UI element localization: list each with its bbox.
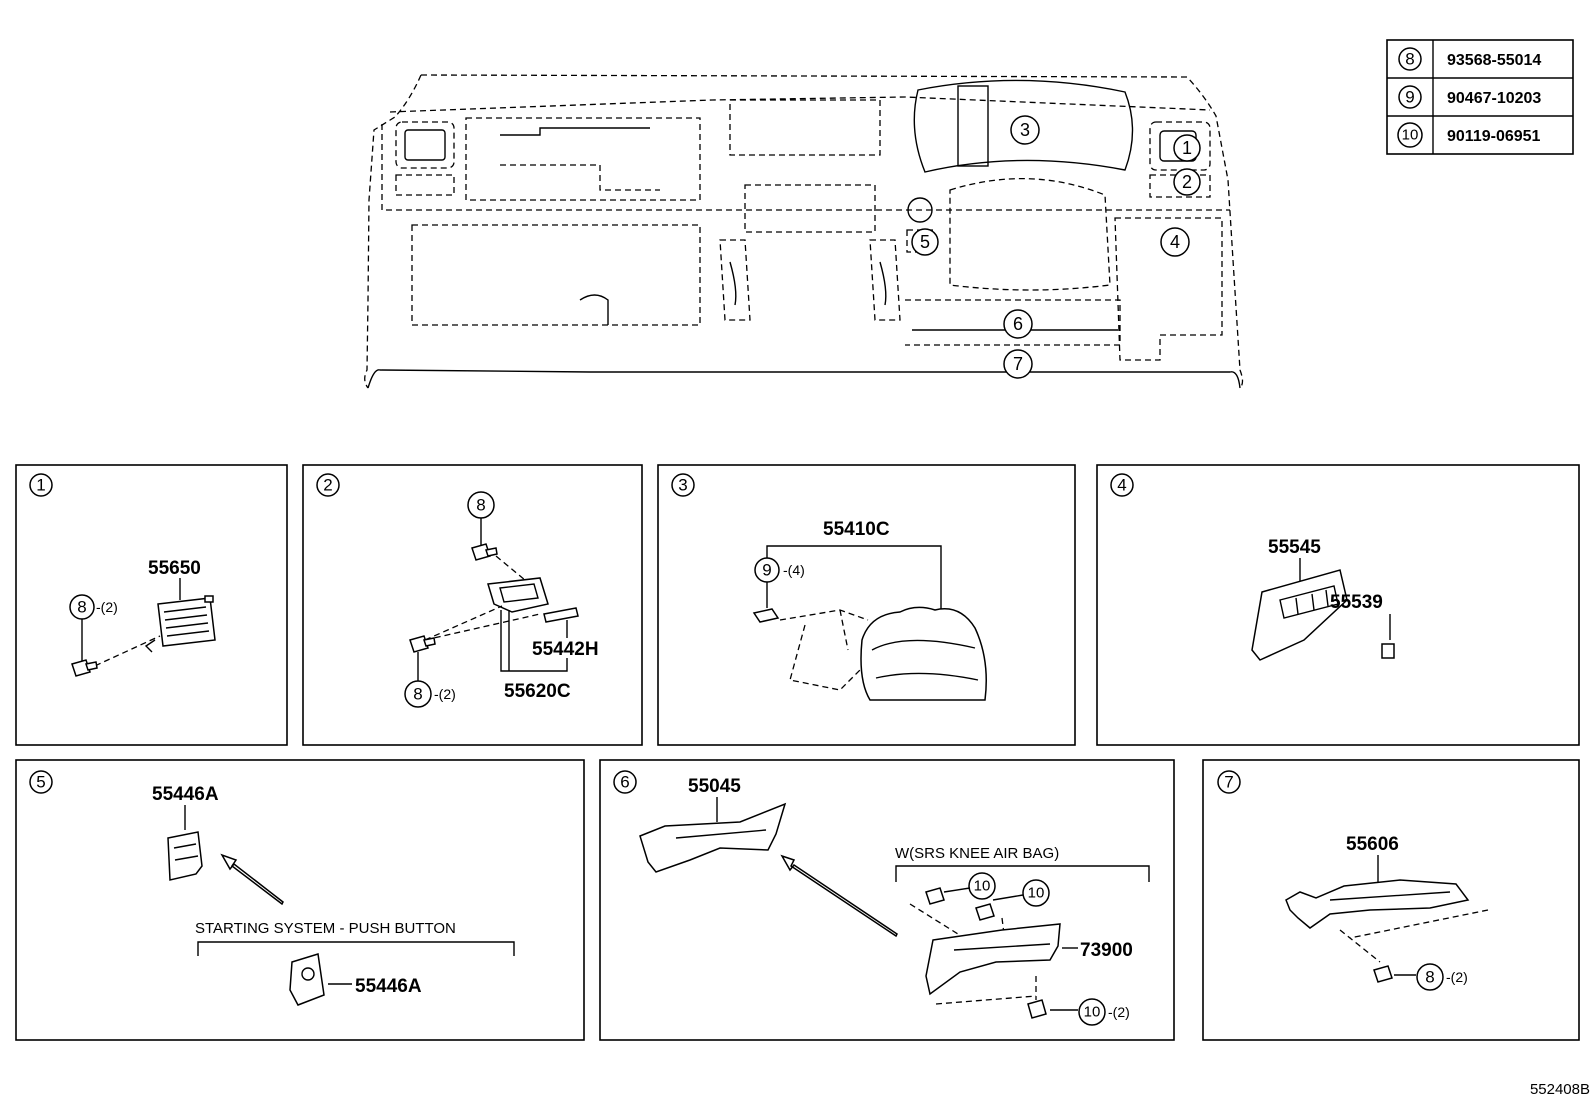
panel-6-fastener-c: 10	[1084, 1004, 1101, 1021]
part-55410C: 55410C	[823, 519, 890, 540]
panel-5: 5 55446A STARTING SYSTEM - PUSH BUTTON 5…	[15, 759, 585, 1041]
part-55620C: 55620C	[504, 681, 571, 702]
overview-label-6: 6	[1013, 314, 1023, 334]
panel-4-number: 4	[1117, 476, 1126, 495]
overview-label-4: 4	[1170, 232, 1180, 252]
part-73900: 73900	[1080, 940, 1133, 961]
overview-label-3: 3	[1020, 120, 1030, 140]
panel-3: 3 55410C 9 -(4)	[657, 464, 1076, 746]
panel-6-qty: -(2)	[1108, 1004, 1130, 1020]
panel-1-fastener: 8	[77, 598, 86, 617]
part-55539: 55539	[1330, 592, 1383, 613]
panel-1-qty: -(2)	[96, 599, 118, 615]
reference-table: 8 93568-55014 9 90467-10203 10 90119-069…	[1386, 39, 1574, 155]
panel-5-note: STARTING SYSTEM - PUSH BUTTON	[195, 920, 456, 937]
overview-label-5: 5	[920, 232, 930, 252]
panel-7-qty: -(2)	[1446, 969, 1468, 985]
diagram-code: 552408B	[1530, 1081, 1590, 1098]
panel-6: 6 55045 W(SRS KNEE AIR BAG) 10 10 73900 …	[599, 759, 1175, 1041]
part-55545: 55545	[1268, 537, 1321, 558]
part-55446A-bottom: 55446A	[355, 976, 422, 997]
panel-4: 4 55545 55539	[1096, 464, 1580, 746]
table-part-10: 90119-06951	[1447, 128, 1541, 145]
part-55442H: 55442H	[532, 639, 599, 660]
overview-label-1: 1	[1182, 138, 1192, 158]
table-key-10: 10	[1402, 127, 1419, 144]
panel-7-fastener: 8	[1425, 968, 1434, 987]
part-55045: 55045	[688, 776, 741, 797]
table-part-9: 90467-10203	[1447, 90, 1541, 107]
table-key-8: 8	[1405, 50, 1414, 69]
panel-1: 1 55650 8 -(2)	[15, 464, 288, 746]
panel-2-number: 2	[323, 476, 332, 495]
panel-7-number: 7	[1224, 773, 1233, 792]
panel-7: 7 55606 8 -(2)	[1202, 759, 1580, 1041]
panel-6-note: W(SRS KNEE AIR BAG)	[895, 845, 1059, 862]
panel-6-number: 6	[620, 773, 629, 792]
panel-2-qty: -(2)	[434, 686, 456, 702]
table-part-8: 93568-55014	[1447, 52, 1541, 69]
table-key-9: 9	[1405, 88, 1414, 107]
part-55606: 55606	[1346, 834, 1399, 855]
panel-1-number: 1	[36, 476, 45, 495]
overview-label-7: 7	[1013, 354, 1023, 374]
overview-label-2: 2	[1182, 172, 1192, 192]
panel-5-number: 5	[36, 773, 45, 792]
panel-6-fastener-a: 10	[974, 878, 991, 895]
panel-3-qty: -(4)	[783, 562, 805, 578]
panel-2-fastener: 8	[413, 685, 422, 704]
part-55446A-top: 55446A	[152, 784, 219, 805]
panel-2: 2 8 8 -(2) 55442H 55620C	[302, 464, 643, 746]
panel-2-fastener-top: 8	[476, 496, 485, 515]
panel-6-fastener-b: 10	[1028, 885, 1045, 902]
panel-3-fastener: 9	[762, 561, 771, 580]
panel-3-number: 3	[678, 476, 687, 495]
part-55650: 55650	[148, 558, 201, 579]
dashboard-overview: 1 2 3 4 5 6 7	[364, 74, 1244, 389]
